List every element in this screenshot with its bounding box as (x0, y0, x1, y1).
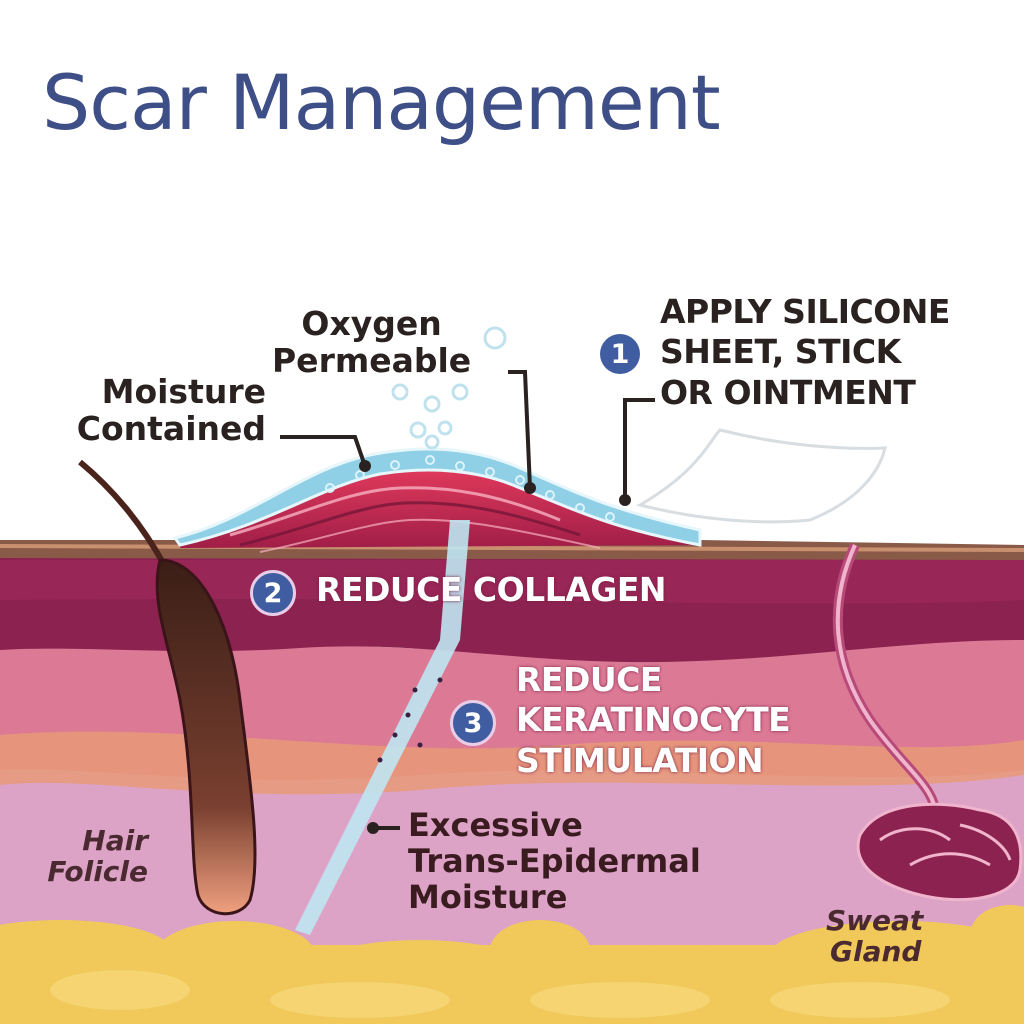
step-1-line-3: OR OINTMENT (660, 372, 916, 412)
hair-follicle (155, 558, 257, 916)
step-2-label: REDUCE COLLAGEN (316, 570, 667, 609)
step-2-badge: 2 (250, 570, 296, 616)
step-1-line-1: APPLY SILICONE (660, 292, 950, 331)
tewl-line-2: Trans-Epidermal (408, 841, 701, 880)
moisture-line-1: Moisture (101, 372, 266, 411)
sweat-line-1: Sweat (826, 904, 924, 937)
sweat-gland-coil (856, 802, 1023, 902)
step-3-label: REDUCE KERATINOCYTE STIMULATION (516, 660, 791, 781)
step-3-badge: 3 (450, 700, 496, 746)
oxygen-line-2: Permeable (272, 340, 472, 380)
tan-band (0, 731, 1024, 795)
hair-line-2: Folicle (47, 854, 148, 888)
silicone-sheet-layer (172, 447, 702, 547)
callout-leaders (280, 370, 655, 830)
step-3-line-1: REDUCE (516, 660, 662, 699)
moisture-dots (377, 677, 443, 763)
sweat-line-2: Gland (830, 934, 922, 968)
hair-line-1: Hair (82, 824, 148, 857)
oxygen-bubbles (391, 326, 507, 450)
tewl-line-1: Excessive (408, 806, 583, 844)
tewl-channel (295, 520, 470, 935)
moisture-bubbles (325, 455, 615, 522)
step-3-line-3: STIMULATION (516, 740, 764, 780)
moisture-line-2: Contained (76, 408, 266, 448)
peeling-silicone-sheet (636, 428, 887, 524)
step-3-line-2: KERATINOCYTE (516, 700, 791, 740)
step-1-badge: 1 (600, 334, 640, 374)
tewl-line-3: Moisture (408, 877, 568, 916)
oxygen-permeable-label: Oxygen Permeable (272, 304, 472, 380)
step-1-line-2: SHEET, STICK (660, 332, 901, 372)
moisture-contained-label: Moisture Contained (48, 372, 266, 448)
sweat-gland-label: Sweat Gland (826, 904, 924, 968)
page-title: Scar Management (42, 58, 721, 147)
raised-scar (180, 466, 700, 548)
hair-follicle-label: Hair Folicle (40, 824, 148, 888)
tewl-label: Excessive Trans-Epidermal Moisture (408, 806, 701, 916)
oxygen-line-1: Oxygen (301, 304, 442, 343)
step-1-label: APPLY SILICONE SHEET, STICK OR OINTMENT (660, 292, 950, 413)
